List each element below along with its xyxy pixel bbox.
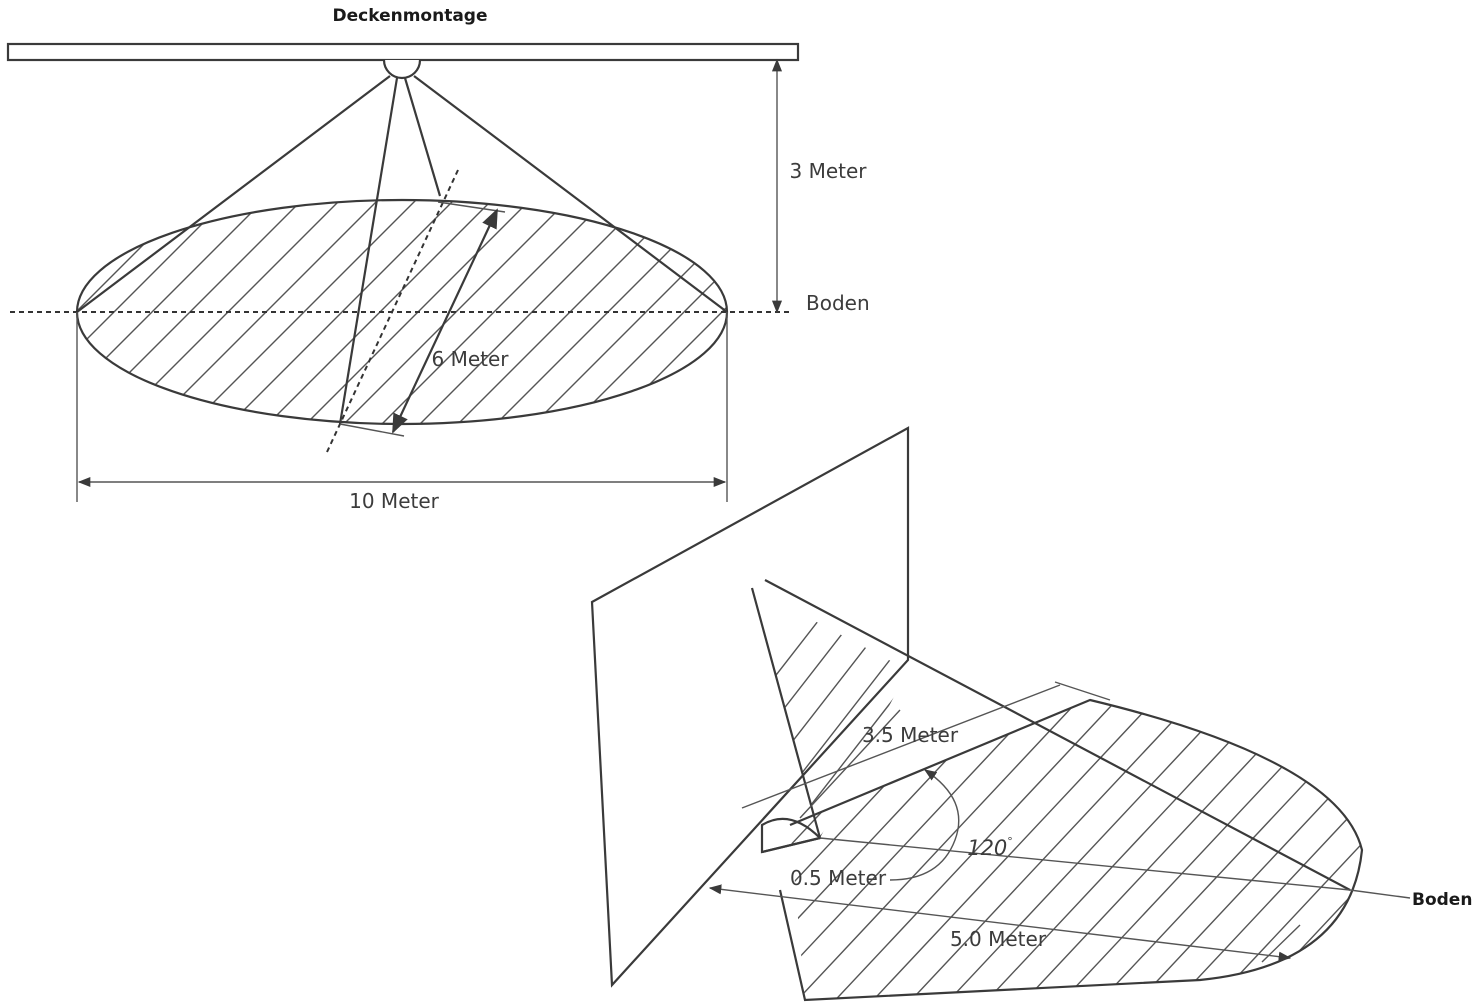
height-label: 3 Meter — [789, 159, 867, 183]
near-zone-arc — [760, 817, 823, 854]
hatch-line — [451, 200, 693, 424]
hatch-line — [1129, 700, 1362, 1000]
hatch-line — [1091, 700, 1362, 1000]
angle-label: 120° — [967, 835, 1013, 860]
hatch-line — [1319, 700, 1362, 1000]
wall-mount-diagram: 3.5 Meter 120° 0.5 Meter 5.0 Meter Boden — [590, 426, 1482, 1006]
hatch-line — [1281, 700, 1362, 1000]
wall-vertical-coverage-hatch — [752, 588, 908, 838]
hatch-line — [1243, 700, 1362, 1000]
hatch-line — [77, 200, 237, 424]
hatch-line — [261, 200, 503, 424]
hatch-line — [185, 200, 427, 424]
hatch-line — [527, 200, 727, 424]
hatch-line — [752, 588, 885, 838]
hatch-line — [1357, 700, 1362, 1000]
wall-plane — [590, 426, 910, 988]
ceiling-detection-cone — [76, 75, 728, 425]
ceiling-mount-diagram: Deckenmontage 6 Meter 3 Meter — [6, 6, 996, 513]
ceiling-sensor — [382, 59, 422, 80]
width-dimension — [76, 312, 728, 502]
wall-vertical-cone — [750, 579, 1351, 891]
near-zone-label: 0.5 Meter — [790, 866, 887, 890]
depth-dimension — [339, 201, 506, 437]
hatch-line — [756, 190, 996, 430]
hatch-line — [77, 200, 199, 424]
depth-label: 6 Meter — [431, 347, 509, 371]
wall-floor-coverage-outline — [778, 698, 1364, 1002]
angle-unit: ° — [1007, 835, 1013, 848]
range-dimension — [708, 884, 1301, 963]
wall-height-label: 3.5 Meter — [862, 723, 959, 747]
angle-value: 120 — [967, 836, 1007, 860]
hatch-line — [977, 700, 1279, 1000]
hatch-line — [299, 200, 541, 424]
hatch-line — [843, 588, 908, 838]
hatch-line — [565, 200, 727, 424]
wall-floor-coverage-hatch — [790, 690, 1482, 1006]
hatch-line — [109, 200, 351, 424]
ceiling-floor-label: Boden — [806, 291, 870, 315]
hatch-line — [337, 200, 579, 424]
width-label: 10 Meter — [349, 489, 440, 513]
hatch-line — [790, 700, 899, 1000]
hatch-line — [77, 200, 275, 424]
hatch-line — [1053, 700, 1355, 1000]
ceiling-plate — [6, 42, 800, 62]
range-label: 5.0 Meter — [950, 927, 1047, 951]
wall-floor-label: Boden — [1412, 890, 1472, 910]
hatch-line — [1396, 690, 1482, 1006]
ceiling-diagram-title: Deckenmontage — [333, 6, 488, 26]
hatch-line — [752, 588, 851, 838]
angle-arc — [889, 769, 960, 881]
hatch-line — [679, 200, 727, 424]
wall-height-dimension — [741, 681, 1111, 819]
hatch-line — [147, 200, 389, 424]
hatch-line — [752, 588, 908, 838]
hatch-line — [1205, 700, 1362, 1000]
